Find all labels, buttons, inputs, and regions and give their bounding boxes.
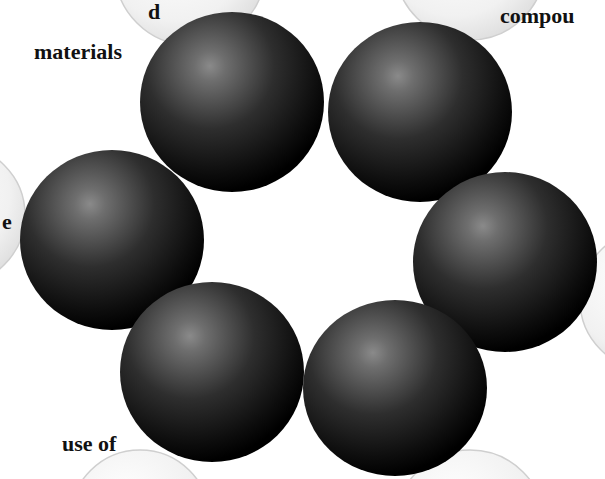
text-fragment: compou xyxy=(500,4,575,28)
dark-spheres xyxy=(20,12,597,476)
text-fragment: e xyxy=(2,210,12,234)
text-fragment: use of xyxy=(62,432,116,456)
text-fragment: materials xyxy=(34,40,122,64)
text-fragment: d xyxy=(148,0,160,24)
